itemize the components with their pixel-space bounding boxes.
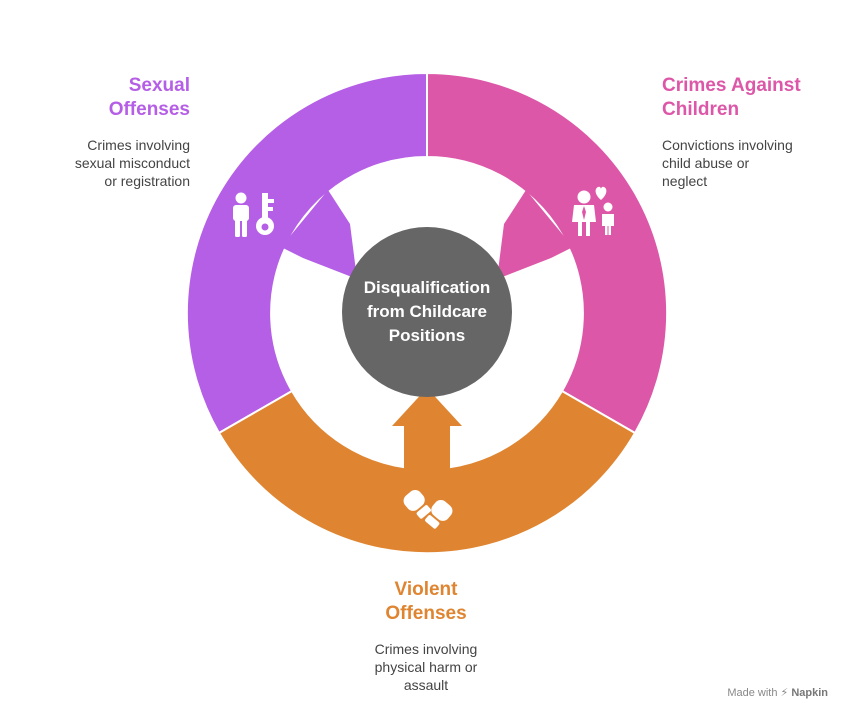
arrow-violent-offenses [392,388,462,472]
center-title: Disqualification from Childcare Position… [363,278,491,345]
napkin-logo-icon: ⚡ [780,687,789,699]
segment-violent-offenses [217,389,637,555]
crimes-against-children-title: Crimes Against Children [662,75,801,120]
violent-offenses-title: Violent Offenses [385,579,467,624]
sexual-offenses-title: Sexual Offenses [108,75,190,120]
adult-child-heart-icon [572,186,614,236]
person-key-icon [233,192,274,237]
boxing-gloves-icon [403,489,453,529]
footer-attribution: Made with ⚡ Napkin [727,686,828,699]
violent-offenses-description: Crimes involving physical harm or assaul… [374,641,478,693]
arrow-crimes-against-children [497,190,573,279]
crimes-against-children-description: Convictions involving child abuse or neg… [662,137,793,189]
center-circle [342,227,512,397]
footer-prefix: Made with [727,687,778,699]
footer-brand: Napkin [791,687,828,699]
sexual-offenses-description: Crimes involving sexual misconduct or re… [74,137,190,189]
arrow-sexual-offenses [281,190,357,279]
